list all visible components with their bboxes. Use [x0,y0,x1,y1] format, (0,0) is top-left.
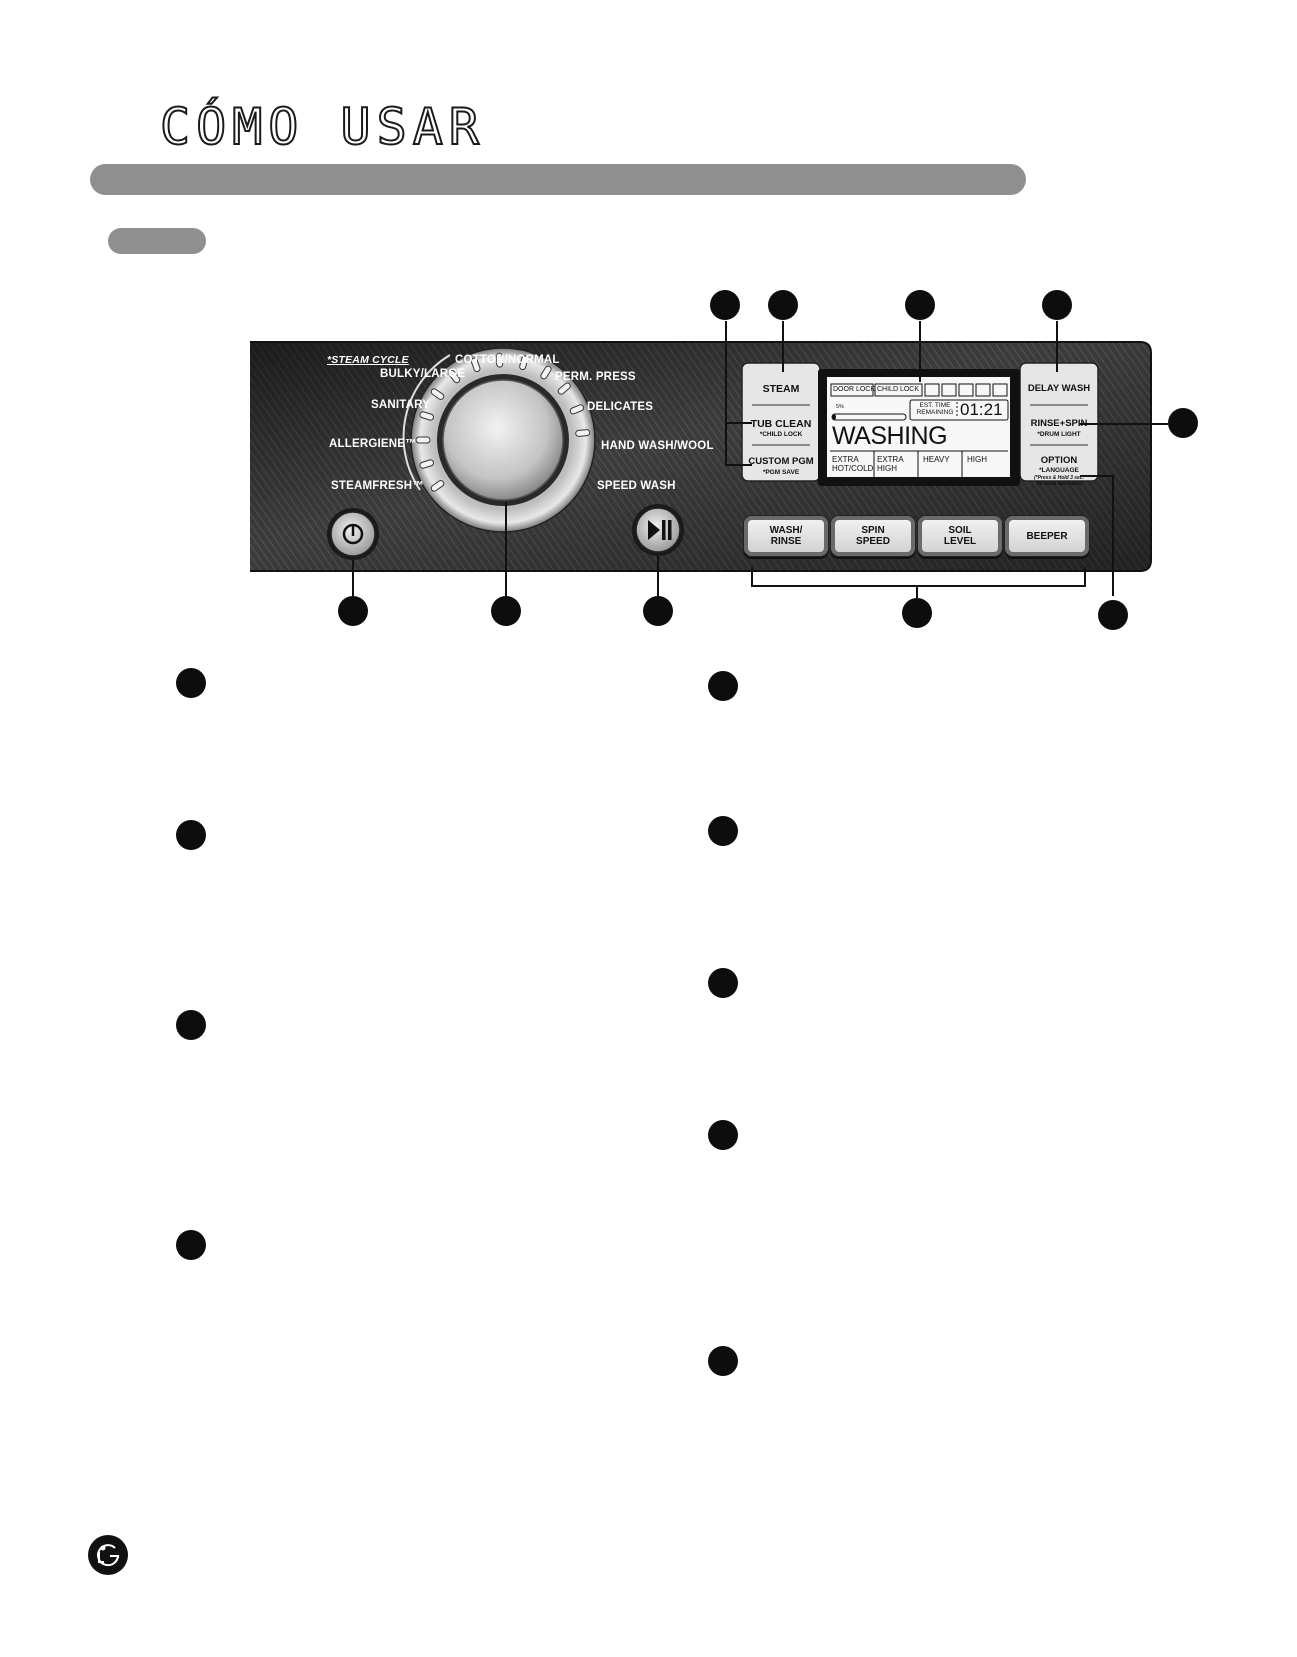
lg-logo [88,1535,128,1575]
button-line: LEVEL [943,536,977,547]
dial-marker [540,365,552,380]
dial-label-sanitary: SANITARY [371,399,431,411]
callout-marker [905,290,935,320]
list-item-marker [708,816,738,846]
lcd-est-time-line-2: REMAINING [916,409,954,416]
lcd-cell-line: HEAVY [923,455,950,464]
dial-label-perm-press: PERM. PRESS [555,371,636,383]
rinse-spin-button[interactable]: RINSE+SPIN [1030,418,1088,429]
dial-marker [430,388,445,400]
custom-pgm-sublabel: *PGM SAVE [762,469,800,476]
steam-cycle-label: *STEAM CYCLE [327,354,409,366]
dial-marker [569,404,585,415]
dial-marker [430,480,445,492]
play-pause-icon [648,520,660,540]
steam-cycle-arc [402,354,451,491]
list-item-marker [708,671,738,701]
lcd-status: WASHING [832,422,948,450]
dial-program-markers [415,352,591,492]
button-line: SOIL [948,525,972,536]
dial-label-delicates: DELICATES [587,401,654,413]
dial-label-hand-wash-wool: HAND WASH/WOOL [601,440,714,452]
lcd-progress-fill [832,414,836,420]
dial-marker [575,429,591,437]
lcd-cell-line: EXTRA [877,455,904,464]
callout-marker [710,290,740,320]
steam-button[interactable]: STEAM [762,383,800,395]
button-line: RINSE [770,536,802,547]
lcd-door-lock: DOOR LOCK [833,386,876,393]
lg-logo-icon [97,1544,120,1567]
dial-marker [519,355,529,371]
button-line: SPIN [861,525,885,536]
list-item-marker [708,1120,738,1150]
list-item-marker [176,668,206,698]
tub-clean-button[interactable]: TUB CLEAN [750,418,812,430]
list-item-marker [176,1010,206,1040]
callout-marker [1168,408,1198,438]
callout-marker [643,596,673,626]
start-pause-button[interactable] [632,504,684,556]
dial-marker [448,369,461,384]
callout-marker [338,596,368,626]
callout-marker [902,598,932,628]
control-panel-illustration [250,321,1168,598]
delay-wash-button[interactable]: DELAY WASH [1027,383,1091,394]
tub-clean-sublabel: *CHILD LOCK [759,431,803,438]
lcd-time-remaining: 01:21 [960,400,1003,419]
dial-label-allergiene: ALLERGIENE™ [329,438,417,450]
page-title: CÓMO USAR [159,97,485,157]
dial-marker [495,352,504,368]
dial-marker [419,459,435,469]
custom-pgm-button[interactable]: CUSTOM PGM [748,456,814,467]
dial-marker [470,357,481,373]
dial-marker [415,436,431,444]
rinse-spin-sublabel: *DRUM LIGHT [1037,431,1081,438]
lcd-cell-line: HOT/COLD [832,464,874,473]
list-item-marker [176,820,206,850]
list-item-marker [708,1346,738,1376]
list-item-marker [176,1230,206,1260]
callout-marker [768,290,798,320]
button-line: WASH/ [769,525,803,536]
program-dial[interactable] [410,347,596,533]
callout-marker [491,596,521,626]
lcd-beeper-cell: HIGH [967,455,987,464]
button-line: BEEPER [1026,530,1068,542]
lcd-est-time-line-1: EST. TIME [919,402,951,409]
lcd-est-time-label: EST. TIME REMAINING [913,402,957,416]
dial-label-cotton-normal: COTTON/NORMAL [455,354,560,366]
dial-label-bulky-large: BULKY/LARGE [380,368,466,380]
lcd-cell-line: HIGH [877,464,897,473]
lcd-child-lock: CHILD LOCK [877,386,920,393]
callout-leaders [352,321,1168,598]
lcd-soil-cell: HEAVY [923,455,950,464]
lcd-progress-label: 5% [836,404,844,410]
section-pill [108,228,206,254]
header-bar [90,164,1026,195]
button-line: SPEED [856,536,890,547]
beeper-button[interactable]: BEEPER [1004,515,1090,557]
callout-marker [1042,290,1072,320]
option-sublabel: *LANGUAGE [1039,467,1079,474]
dial-marker [557,382,571,395]
dial-marker [419,411,435,421]
option-note-line-2: for extra functions) [1036,481,1082,487]
power-button[interactable] [327,508,379,560]
wash-rinse-button[interactable]: WASH/RINSE [743,515,829,557]
lcd-spin-cell: EXTRA HIGH [877,455,904,473]
dial-label-steamfresh: STEAMFRESH™ [331,480,424,492]
list-item-marker [708,968,738,998]
lcd-status-icons [924,383,1008,397]
dial-label-speed-wash: SPEED WASH [597,480,676,492]
lcd-cell-line: EXTRA [832,455,859,464]
lcd-cell-line: HIGH [967,455,987,464]
option-button[interactable]: OPTION [1040,455,1078,466]
option-note-line-1: (*Press & Hold 3 sec. [1033,475,1085,481]
lcd-temperature-cell: EXTRA HOT/COLD [832,455,873,473]
callout-marker [1098,600,1128,630]
